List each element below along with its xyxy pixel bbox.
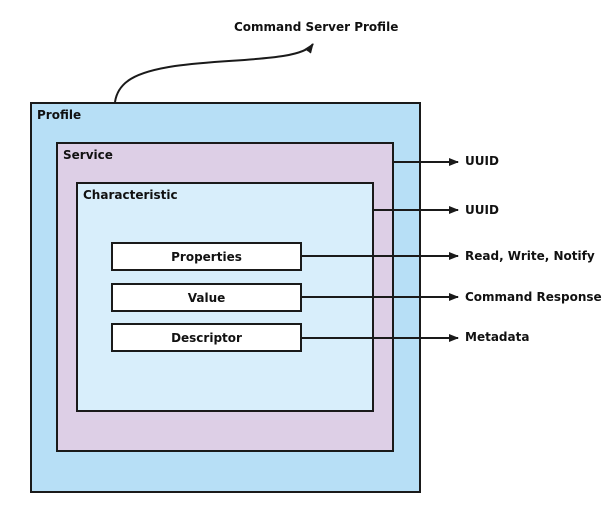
diagram-title: Command Server Profile <box>234 20 399 34</box>
properties-output-label: Read, Write, Notify <box>465 249 595 263</box>
service-uuid-label: UUID <box>465 154 499 168</box>
service-label: Service <box>63 148 113 162</box>
descriptor-box: Descriptor <box>111 323 302 352</box>
descriptor-output-label: Metadata <box>465 330 530 344</box>
characteristic-uuid-label: UUID <box>465 203 499 217</box>
profile-to-title-arrow <box>114 43 314 103</box>
value-box: Value <box>111 283 302 312</box>
properties-box: Properties <box>111 242 302 271</box>
characteristic-label: Characteristic <box>83 188 178 202</box>
value-output-label: Command Response <box>465 290 602 304</box>
profile-label: Profile <box>37 108 82 122</box>
